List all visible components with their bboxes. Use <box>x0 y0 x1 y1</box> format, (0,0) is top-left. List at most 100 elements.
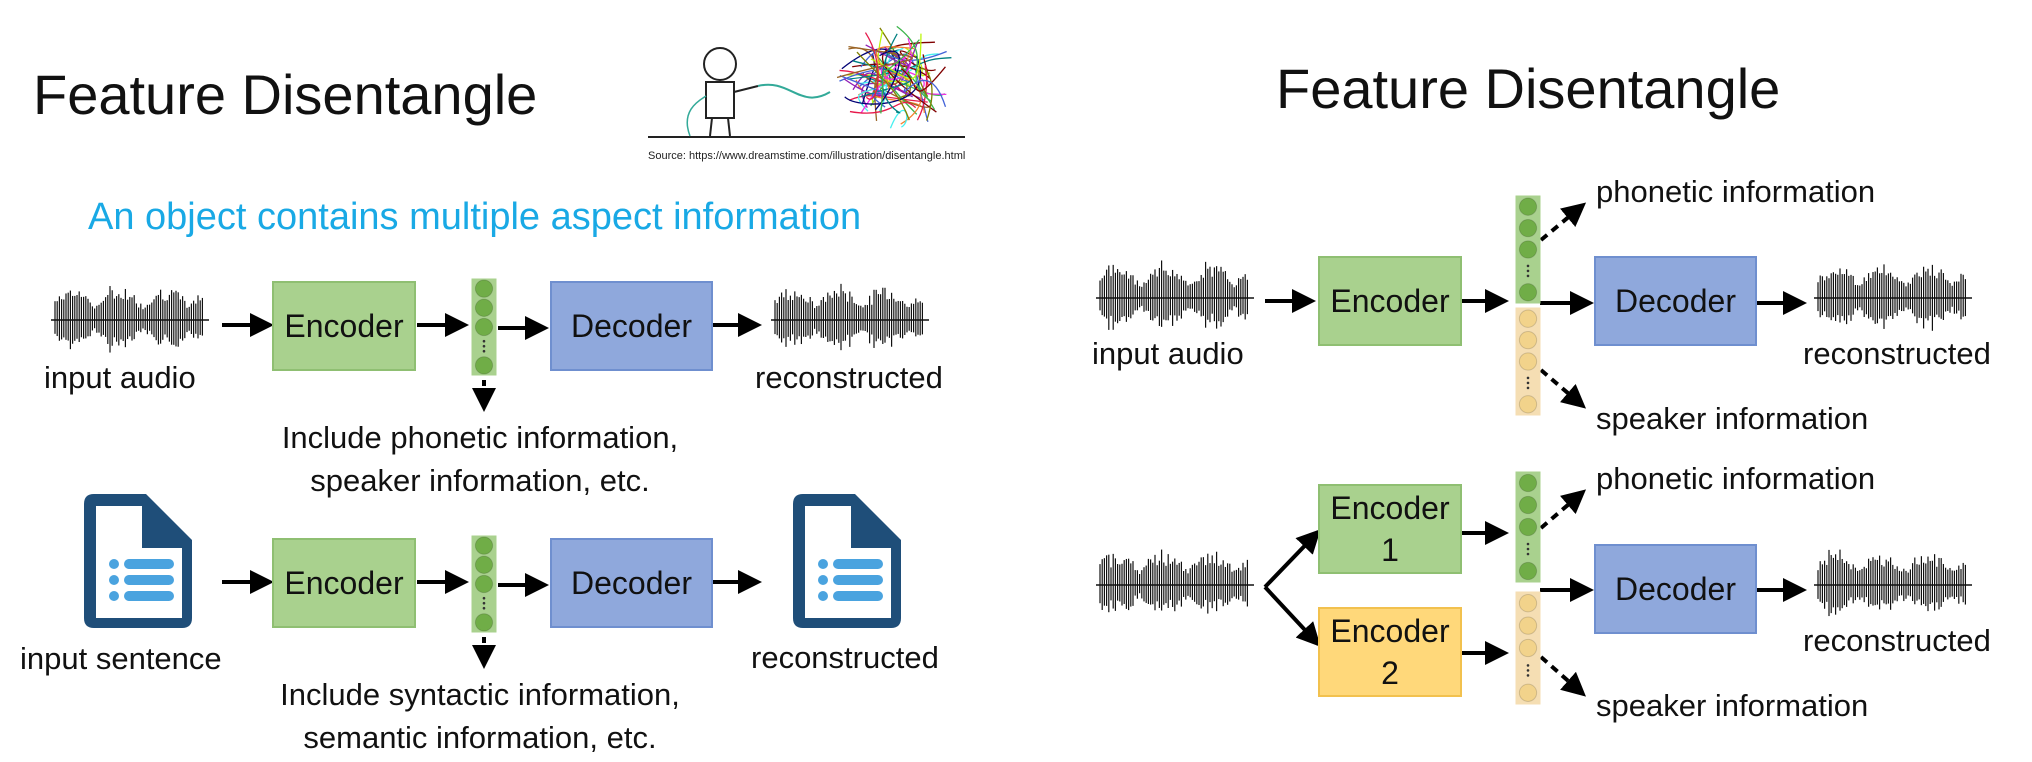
document-bullet <box>109 591 119 601</box>
document-fold <box>146 498 186 538</box>
reconstructed-label: reconstructed <box>751 640 939 675</box>
encoder-box: Encoder <box>272 538 416 628</box>
row2-note-line1: Include syntactic information, <box>280 677 680 712</box>
disentangle-illustration <box>648 25 965 138</box>
vector-element <box>1518 561 1538 581</box>
reconstructed-label: reconstructed <box>1803 336 1991 371</box>
input-audio-label: input audio <box>1092 336 1244 371</box>
document-line <box>124 575 174 585</box>
vector-ellipsis <box>1526 552 1530 556</box>
encoder-1-box: Encoder 1 <box>1318 484 1462 574</box>
vector-element <box>474 356 494 375</box>
tangle-strand <box>852 72 913 98</box>
document-bullet <box>818 591 828 601</box>
vector-ellipsis <box>1526 381 1530 385</box>
reconstructed-audio-waveform <box>1814 264 1972 331</box>
tangle-strand <box>903 79 947 108</box>
branch-arrow <box>1263 585 1321 647</box>
vector-ellipsis <box>482 349 486 353</box>
left-title: Feature Disentangle <box>33 63 538 126</box>
phonetic-information-label: phonetic information <box>1596 174 1876 209</box>
latent-vector <box>471 278 497 376</box>
tangle-strand <box>875 50 901 111</box>
document-line <box>833 559 883 569</box>
vector-ellipsis <box>1526 664 1530 667</box>
tangle-strand <box>856 51 910 121</box>
dashed-arrow <box>1539 489 1587 530</box>
vector-ellipsis <box>1526 547 1530 551</box>
vector-element <box>1518 352 1538 371</box>
vector-element <box>1518 495 1538 515</box>
document-icon-input <box>84 494 192 628</box>
vector-element <box>1518 197 1538 216</box>
vector-element <box>1518 240 1538 259</box>
vector-element <box>1518 283 1538 302</box>
vector-element <box>1518 683 1538 702</box>
tangle-strand <box>881 33 901 114</box>
decoder-box: Decoder <box>1594 544 1757 634</box>
document-bullet <box>109 575 119 585</box>
branch-arrow <box>1263 529 1321 589</box>
vector-ellipsis <box>1526 669 1530 672</box>
tangle-strand <box>836 45 913 79</box>
phonetic-information-label: phonetic information <box>1596 461 1876 496</box>
decoder-box: Decoder <box>550 281 713 371</box>
vector-element <box>1518 473 1538 493</box>
document-line <box>124 559 174 569</box>
reconstructed-label: reconstructed <box>755 360 943 395</box>
reconstructed-audio-waveform <box>1814 549 1972 617</box>
vector-element <box>1518 309 1538 328</box>
tangle-strand <box>896 25 932 102</box>
encoder-2-label: Encoder <box>1330 613 1450 649</box>
decoder-box: Decoder <box>550 538 713 628</box>
vector-element <box>1518 638 1538 658</box>
encoder-2-number: 2 <box>1381 655 1399 691</box>
document-line <box>833 575 883 585</box>
tangle-strand <box>844 55 922 105</box>
row2-note-line2: semantic information, etc. <box>303 720 657 755</box>
vector-ellipsis <box>482 339 486 343</box>
latent-vector-speaker <box>1515 591 1541 705</box>
tangle-strand <box>918 67 933 121</box>
document-icon-output <box>793 494 901 628</box>
document-bullet <box>109 559 119 569</box>
encoder-box: Encoder <box>272 281 416 371</box>
decoder-box: Decoder <box>1594 256 1757 346</box>
vector-ellipsis <box>1526 386 1530 390</box>
vector-ellipsis <box>482 344 486 348</box>
encoder-1-label: Encoder <box>1330 490 1450 526</box>
vector-ellipsis <box>1526 376 1530 380</box>
vector-ellipsis <box>1526 264 1530 268</box>
document-line <box>833 591 883 601</box>
tangle-strand <box>880 38 912 80</box>
tangle-strand <box>864 32 879 100</box>
vector-ellipsis <box>1526 674 1530 677</box>
encoder-box: Encoder <box>1318 256 1462 346</box>
tangle-strand <box>880 39 920 114</box>
latent-vector <box>471 535 497 633</box>
dashed-arrow <box>1539 368 1587 409</box>
document-bullet <box>818 575 828 585</box>
vector-ellipsis <box>1526 274 1530 278</box>
latent-vector-phonetic <box>1515 471 1541 583</box>
vector-element <box>474 574 494 594</box>
vector-element <box>474 317 494 337</box>
vector-element <box>474 298 494 317</box>
right-title: Feature Disentangle <box>1276 57 1781 120</box>
document-fold <box>855 498 895 538</box>
input-audio-waveform <box>1096 260 1254 330</box>
speaker-information-label: speaker information <box>1596 688 1869 723</box>
vector-element <box>1518 330 1538 350</box>
tangle-strand <box>849 102 917 114</box>
vector-element <box>1518 616 1538 635</box>
tangle-strand <box>862 72 931 108</box>
tangle-strand <box>916 65 929 121</box>
vector-element <box>474 613 494 632</box>
vector-element <box>1518 395 1538 414</box>
row1-note-line2: speaker information, etc. <box>310 463 650 498</box>
document-line <box>124 591 174 601</box>
speaker-information-label: speaker information <box>1596 401 1869 436</box>
latent-vector-split <box>1515 195 1541 416</box>
input-audio-label: input audio <box>44 360 196 395</box>
